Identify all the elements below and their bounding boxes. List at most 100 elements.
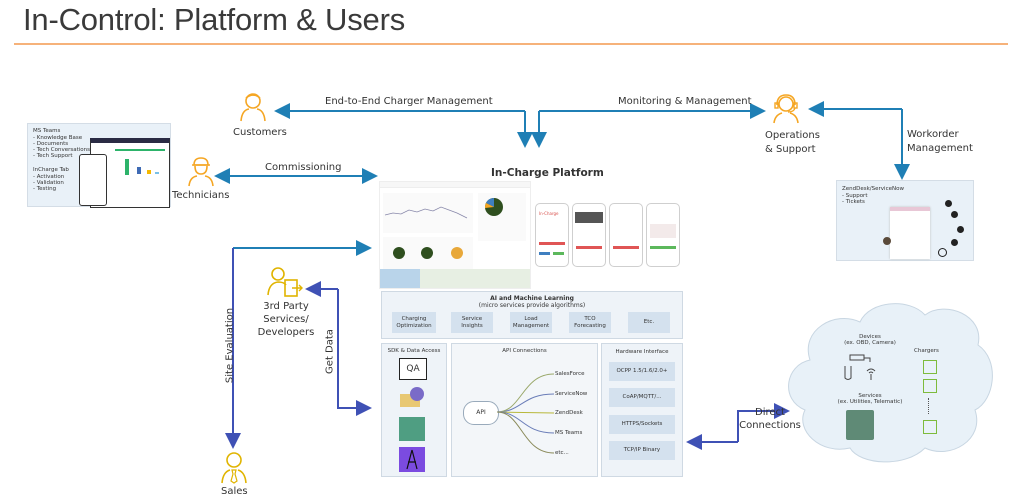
- phone-charger-screen: [572, 203, 606, 267]
- camera-icon: [848, 350, 872, 362]
- api-target: MS Teams: [555, 430, 583, 436]
- customers-label: Customers: [233, 127, 287, 138]
- social-icon: [945, 200, 952, 207]
- msteams-item: - Documents: [33, 141, 69, 147]
- title-underline: [14, 43, 1008, 45]
- hardware-item-ocpp: OCPP 1.5/1.6/2.0+: [609, 362, 675, 381]
- direct-label-line2: Connections: [739, 420, 801, 431]
- third-party-label-line2: Services/: [263, 314, 309, 325]
- ai-item-etc: Etc.: [628, 312, 670, 333]
- devices-label-line1: Devices: [859, 334, 881, 340]
- charger-icon: [923, 420, 937, 434]
- hardware-item-https: HTTPS/Sockets: [609, 415, 675, 434]
- api-target: etc...: [555, 450, 569, 456]
- api-panel: API Connections API SalesForce ServiceNo…: [451, 343, 598, 477]
- person-tie-icon: [219, 450, 249, 484]
- msteams-item: - Tech Support: [33, 153, 73, 159]
- site-evaluation-label: Site Evaluation: [224, 307, 236, 384]
- msteams-item: - Knowledge Base: [33, 135, 83, 141]
- technicians-label: Technicians: [172, 190, 230, 201]
- api-target: ServiceNow: [555, 391, 588, 397]
- hardhat-person-icon: [186, 155, 216, 187]
- customer-person-icon: [238, 90, 268, 122]
- msteams-heading: MS Teams: [33, 128, 61, 134]
- ai-title: AI and Machine Learning: [490, 295, 574, 302]
- charger-icon: [923, 360, 937, 374]
- workorder-label-line2: Management: [907, 143, 973, 154]
- third-party-label-line1: 3rd Party: [263, 301, 309, 312]
- dashboard-line-chart: [383, 193, 473, 233]
- arrow-direct: [737, 403, 790, 442]
- services-label-line2: (ex. Utilities, Telematic): [837, 399, 903, 405]
- api-target: ZendDesk: [555, 410, 583, 416]
- agent-avatar: [883, 237, 891, 245]
- zendesk-item: - Tickets: [842, 199, 865, 205]
- direct-label-line1: Direct: [755, 407, 785, 418]
- phone-details-screen: [609, 203, 643, 267]
- dashboard-status-circles: [383, 237, 473, 269]
- get-data-label: Get Data: [324, 329, 336, 374]
- qa-icon: QA: [399, 358, 427, 380]
- chat-icon: [951, 239, 958, 246]
- msteams-phone: [79, 154, 107, 206]
- chargers-label: Chargers: [914, 348, 939, 354]
- end-to-end-label: End-to-End Charger Management: [325, 96, 493, 107]
- whatsapp-icon: [938, 248, 947, 257]
- hardware-item-tcpip: TCP/IP Binary: [609, 441, 675, 460]
- transfer-icon: [399, 417, 425, 441]
- api-connection-lines: [496, 373, 555, 454]
- api-hub: API: [463, 401, 499, 425]
- obd-cable-icon: [842, 364, 854, 382]
- person-export-icon: [266, 265, 304, 299]
- api-target: SalesForce: [555, 371, 585, 377]
- dashboard-map: [380, 269, 530, 288]
- hardware-item-coap: CoAP/MQTT/...: [609, 388, 675, 407]
- commissioning-label: Commissioning: [265, 162, 342, 173]
- arrow-get-data: [337, 289, 372, 416]
- sdk-panel: SDK & Data Access QA: [381, 343, 447, 477]
- zendesk-card: ZendDesk/ServiceNow - Support - Tickets: [836, 180, 974, 261]
- twitter-icon: [951, 211, 958, 218]
- phone-login-screen: In-Charge: [535, 203, 569, 267]
- workorder-label-line1: Workorder: [907, 129, 959, 140]
- dashboard-pie: [478, 193, 526, 241]
- headset-person-icon: [770, 92, 802, 124]
- incharge-tab-heading: InCharge Tab: [33, 167, 69, 173]
- operations-label-line1: Operations: [765, 130, 820, 141]
- third-party-label-line3: Developers: [257, 327, 315, 338]
- incharge-tab-item: - Activation: [33, 174, 65, 180]
- ellipsis-dots: [928, 398, 931, 414]
- page-title: In-Control: Platform & Users: [23, 2, 406, 37]
- folder-globe-icon: [399, 386, 425, 408]
- wifi-antenna-icon: [866, 367, 876, 381]
- phone-map-screen: [646, 203, 680, 267]
- hardware-title: Hardware Interface: [615, 349, 669, 355]
- zendesk-chat-mock: [890, 207, 930, 259]
- transformer-icon: [846, 410, 874, 440]
- monitoring-label: Monitoring & Management: [618, 96, 752, 107]
- incharge-tab-item: - Validation: [33, 180, 64, 186]
- zendesk-item: - Support: [842, 193, 868, 199]
- services-label-line1: Services: [858, 393, 882, 399]
- hardware-panel: Hardware Interface OCPP 1.5/1.6/2.0+ CoA…: [601, 343, 683, 477]
- devices-label-line2: (ex. OBD, Camera): [844, 340, 896, 346]
- link-icon: [957, 226, 964, 233]
- sales-label: Sales: [221, 486, 248, 497]
- antenna-icon: [399, 447, 425, 472]
- ai-ml-panel: AI and Machine Learning (micro services …: [381, 291, 683, 339]
- msteams-item: - Tech Conversations: [33, 147, 91, 153]
- sdk-title: SDK & Data Access: [387, 348, 441, 354]
- charger-icon: [923, 379, 937, 393]
- zendesk-heading: ZendDesk/ServiceNow: [842, 186, 904, 192]
- dashboard-screenshot: [379, 181, 531, 289]
- operations-label-line2: & Support: [765, 144, 816, 155]
- ai-subtitle: (micro services provide algorithms): [478, 302, 586, 309]
- incharge-tab-item: - Testing: [33, 186, 57, 192]
- api-title: API Connections: [502, 348, 547, 354]
- platform-title: In-Charge Platform: [491, 167, 604, 179]
